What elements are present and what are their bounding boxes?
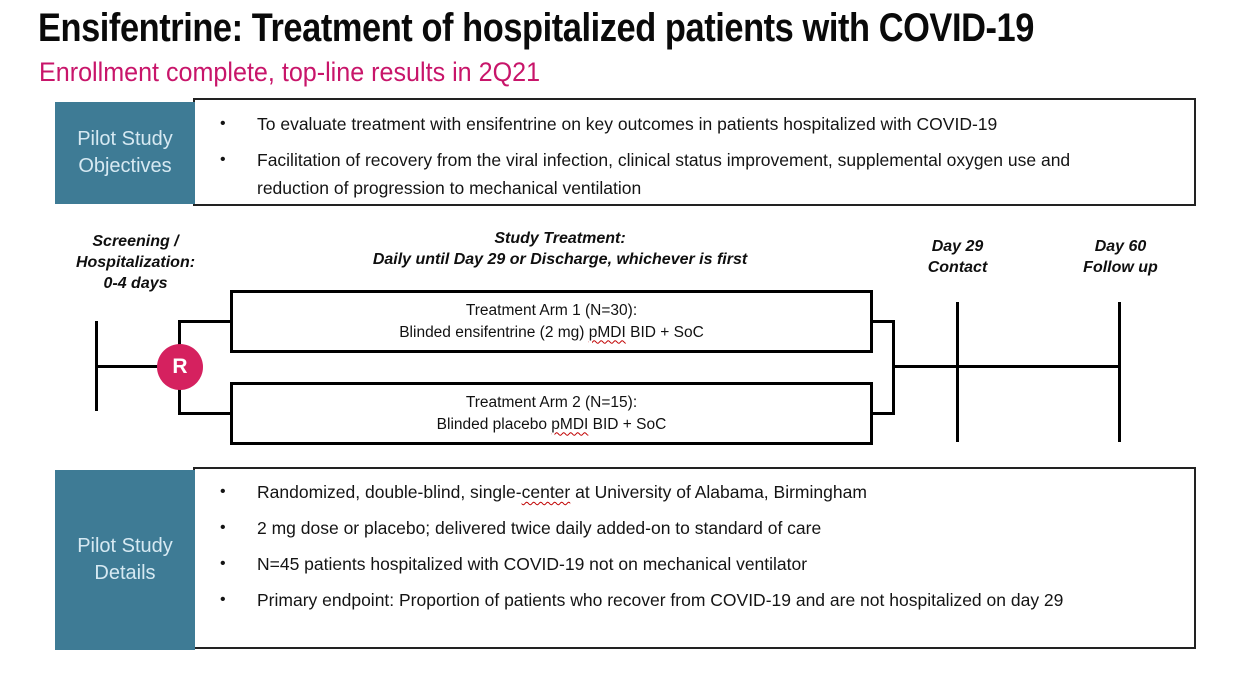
bullet-marker: • (220, 555, 226, 572)
day60-label-line1: Day 60 (1094, 238, 1147, 255)
bullet-marker: • (220, 483, 226, 500)
details-label-line1: Pilot Study (77, 535, 173, 557)
arm1-desc-flagged-word: pMDI (588, 323, 626, 341)
details-label-line2: Details (94, 562, 156, 584)
day60-label: Day 60 Follow up (1068, 236, 1173, 278)
objectives-label-box: Pilot Study Objectives (55, 102, 195, 204)
details-bullet-3: • N=45 patients hospitalized with COVID-… (215, 550, 1170, 578)
arm2-connector-horizontal (178, 412, 233, 415)
treatment-arm-2-box: Treatment Arm 2 (N=15): Blinded placebo … (230, 382, 873, 445)
details-bullet-2-text: 2 mg dose or placebo; delivered twice da… (257, 518, 822, 538)
screening-label-line1: Screening / (92, 233, 179, 250)
objectives-bullet-2: • Facilitation of recovery from the vira… (215, 146, 1170, 202)
details-label-box: Pilot Study Details (55, 470, 195, 650)
objectives-panel: • To evaluate treatment with ensifentrin… (193, 98, 1196, 206)
bullet-marker: • (220, 115, 226, 132)
screening-phase-label: Screening / Hospitalization: 0-4 days (53, 231, 218, 294)
details-bullet-1-text: Randomized, double-blind, single-center … (257, 478, 867, 506)
arm2-merge-stub (870, 412, 895, 415)
details-bullet-3-text: N=45 patients hospitalized with COVID-19… (257, 554, 808, 574)
treatment-phase-label: Study Treatment: Daily until Day 29 or D… (310, 228, 810, 270)
timeline-right-line (892, 365, 1121, 368)
treatment-arm-1-box: Treatment Arm 1 (N=30): Blinded ensifent… (230, 290, 873, 353)
day29-label: Day 29 Contact (905, 236, 1010, 278)
details-panel: • Randomized, double-blind, single-cente… (193, 467, 1196, 649)
arm1-title: Treatment Arm 1 (N=30): (465, 301, 638, 319)
arm2-desc-flagged-word: pMDI (551, 415, 589, 433)
bullet-marker: • (220, 519, 226, 536)
objectives-bullet-list: • To evaluate treatment with ensifentrin… (195, 100, 1194, 202)
bullet-marker: • (220, 151, 226, 168)
day29-label-line2: Contact (927, 259, 988, 276)
page-subtitle: Enrollment complete, top-line results in… (39, 57, 541, 87)
objectives-bullet-2-text: Facilitation of recovery from the viral … (257, 150, 1071, 198)
timeline-left-line (95, 365, 161, 368)
objectives-bullet-1: • To evaluate treatment with ensifentrin… (215, 110, 1170, 138)
objectives-label-line1: Pilot Study (77, 128, 173, 150)
details-bullet-1-pre: Randomized, double-blind, single- (257, 482, 522, 502)
objectives-bullet-1-text: To evaluate treatment with ensifentrine … (257, 114, 998, 134)
arm2-connector-vertical (178, 388, 181, 415)
randomization-node: R (157, 344, 203, 390)
arm1-connector-horizontal (178, 320, 233, 323)
arm2-description: Blinded placebo pMDI BID + SoC (437, 414, 667, 436)
arm1-description: Blinded ensifentrine (2 mg) pMDI BID + S… (399, 322, 704, 344)
arm1-connector-vertical (178, 320, 181, 348)
randomization-letter: R (172, 355, 188, 378)
objectives-label-line2: Objectives (78, 155, 172, 177)
details-bullet-1-flagged-word: center (521, 482, 571, 502)
page-title: Ensifentrine: Treatment of hospitalized … (38, 6, 1034, 50)
day60-label-line2: Follow up (1083, 259, 1158, 276)
arm2-title: Treatment Arm 2 (N=15): (465, 393, 638, 411)
arm2-desc-pre: Blinded placebo (436, 415, 552, 433)
treatment-label-line2: Daily until Day 29 or Discharge, whichev… (372, 251, 748, 268)
day29-tick-line (956, 302, 959, 442)
screening-label-line2: Hospitalization: (75, 254, 196, 271)
arm1-merge-stub (870, 320, 895, 323)
bullet-marker: • (220, 591, 226, 608)
arm1-desc-pre: Blinded ensifentrine (2 mg) (399, 323, 589, 341)
arm2-desc-post: BID + SoC (588, 415, 667, 433)
details-bullet-1: • Randomized, double-blind, single-cente… (215, 478, 1170, 506)
details-bullet-list: • Randomized, double-blind, single-cente… (195, 469, 1194, 614)
day29-label-line1: Day 29 (931, 238, 984, 255)
details-bullet-4: • Primary endpoint: Proportion of patien… (215, 586, 1170, 614)
treatment-label-line1: Study Treatment: (494, 230, 626, 247)
details-bullet-1-post: at University of Alabama, Birmingham (570, 482, 867, 502)
details-bullet-4-text: Primary endpoint: Proportion of patients… (257, 590, 1064, 610)
screening-label-line3: 0-4 days (103, 275, 168, 292)
details-bullet-2: • 2 mg dose or placebo; delivered twice … (215, 514, 1170, 542)
arm1-desc-post: BID + SoC (625, 323, 704, 341)
day60-tick-line (1118, 302, 1121, 442)
